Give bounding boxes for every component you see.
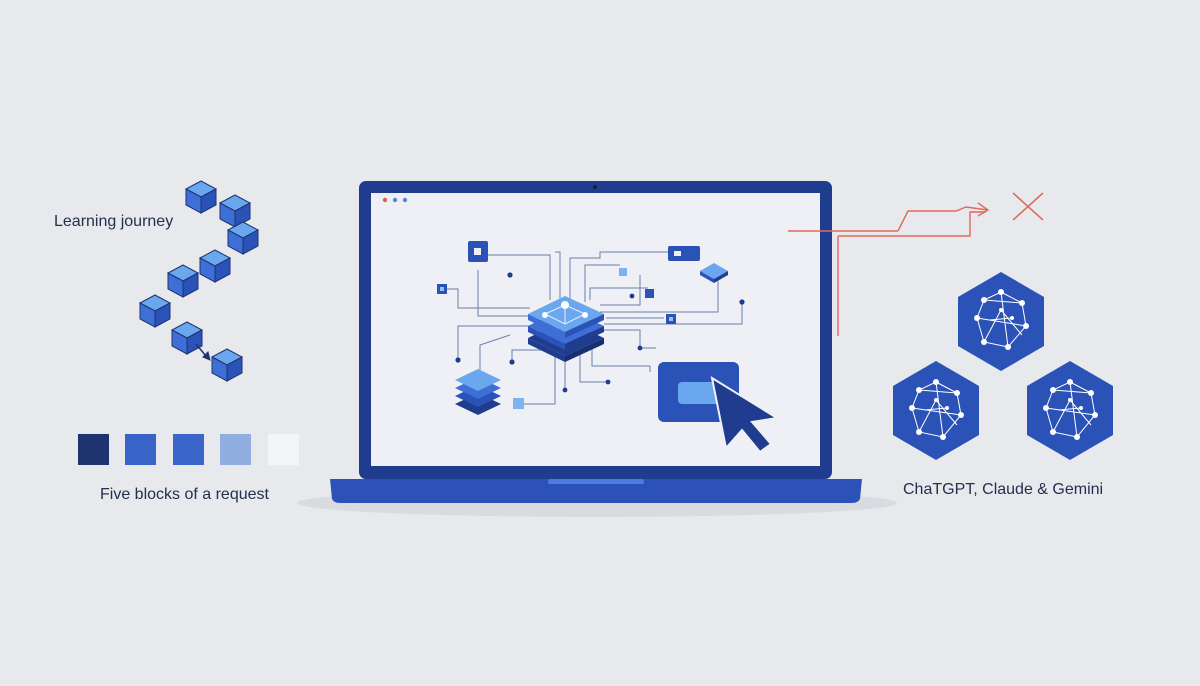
node-square-light	[619, 268, 627, 276]
learning-journey-cubes	[138, 180, 260, 382]
five-blocks-label: Five blocks of a request	[100, 486, 269, 503]
journey-cube	[166, 264, 200, 298]
ai-model-badge-right	[1027, 361, 1113, 460]
ai-model-badge-top	[958, 272, 1044, 371]
stacked-layers-icon	[455, 369, 501, 415]
window-close-dot[interactable]	[382, 197, 388, 203]
learning-journey-label: Learning journey	[54, 213, 174, 230]
journey-cube	[170, 321, 204, 355]
arrow-head-icon	[202, 351, 211, 361]
ai-model-badge-left	[893, 361, 979, 460]
route-line	[788, 202, 990, 336]
layered-cube-icon	[528, 296, 604, 362]
journey-cube	[184, 180, 218, 214]
cursor-arrow-icon	[710, 375, 780, 454]
request-block-swatch-2	[125, 434, 156, 465]
journey-cube	[226, 221, 260, 255]
node-panel	[668, 246, 700, 261]
network-connections	[444, 251, 743, 405]
journey-cube	[218, 194, 252, 228]
webcam-icon	[593, 185, 597, 189]
request-block-swatch-5	[268, 434, 299, 465]
small-cube-icon	[700, 263, 728, 283]
node-square-small	[645, 289, 654, 298]
request-block-swatch-1	[78, 434, 109, 465]
laptop-notch	[548, 479, 644, 484]
window-maximize-dot[interactable]	[402, 197, 408, 203]
request-block-swatch-3	[173, 434, 204, 465]
ai-models-label: ChaTGPT, Claude & Gemini	[903, 481, 1104, 498]
journey-cube	[198, 249, 232, 283]
request-block-swatch-4	[220, 434, 251, 465]
laptop-base	[330, 479, 862, 503]
journey-cube	[210, 348, 244, 382]
close-x-icon	[1012, 192, 1044, 221]
node-square-light	[513, 398, 524, 409]
journey-cube	[138, 294, 172, 328]
window-minimize-dot[interactable]	[392, 197, 398, 203]
network-nodes	[437, 241, 745, 409]
